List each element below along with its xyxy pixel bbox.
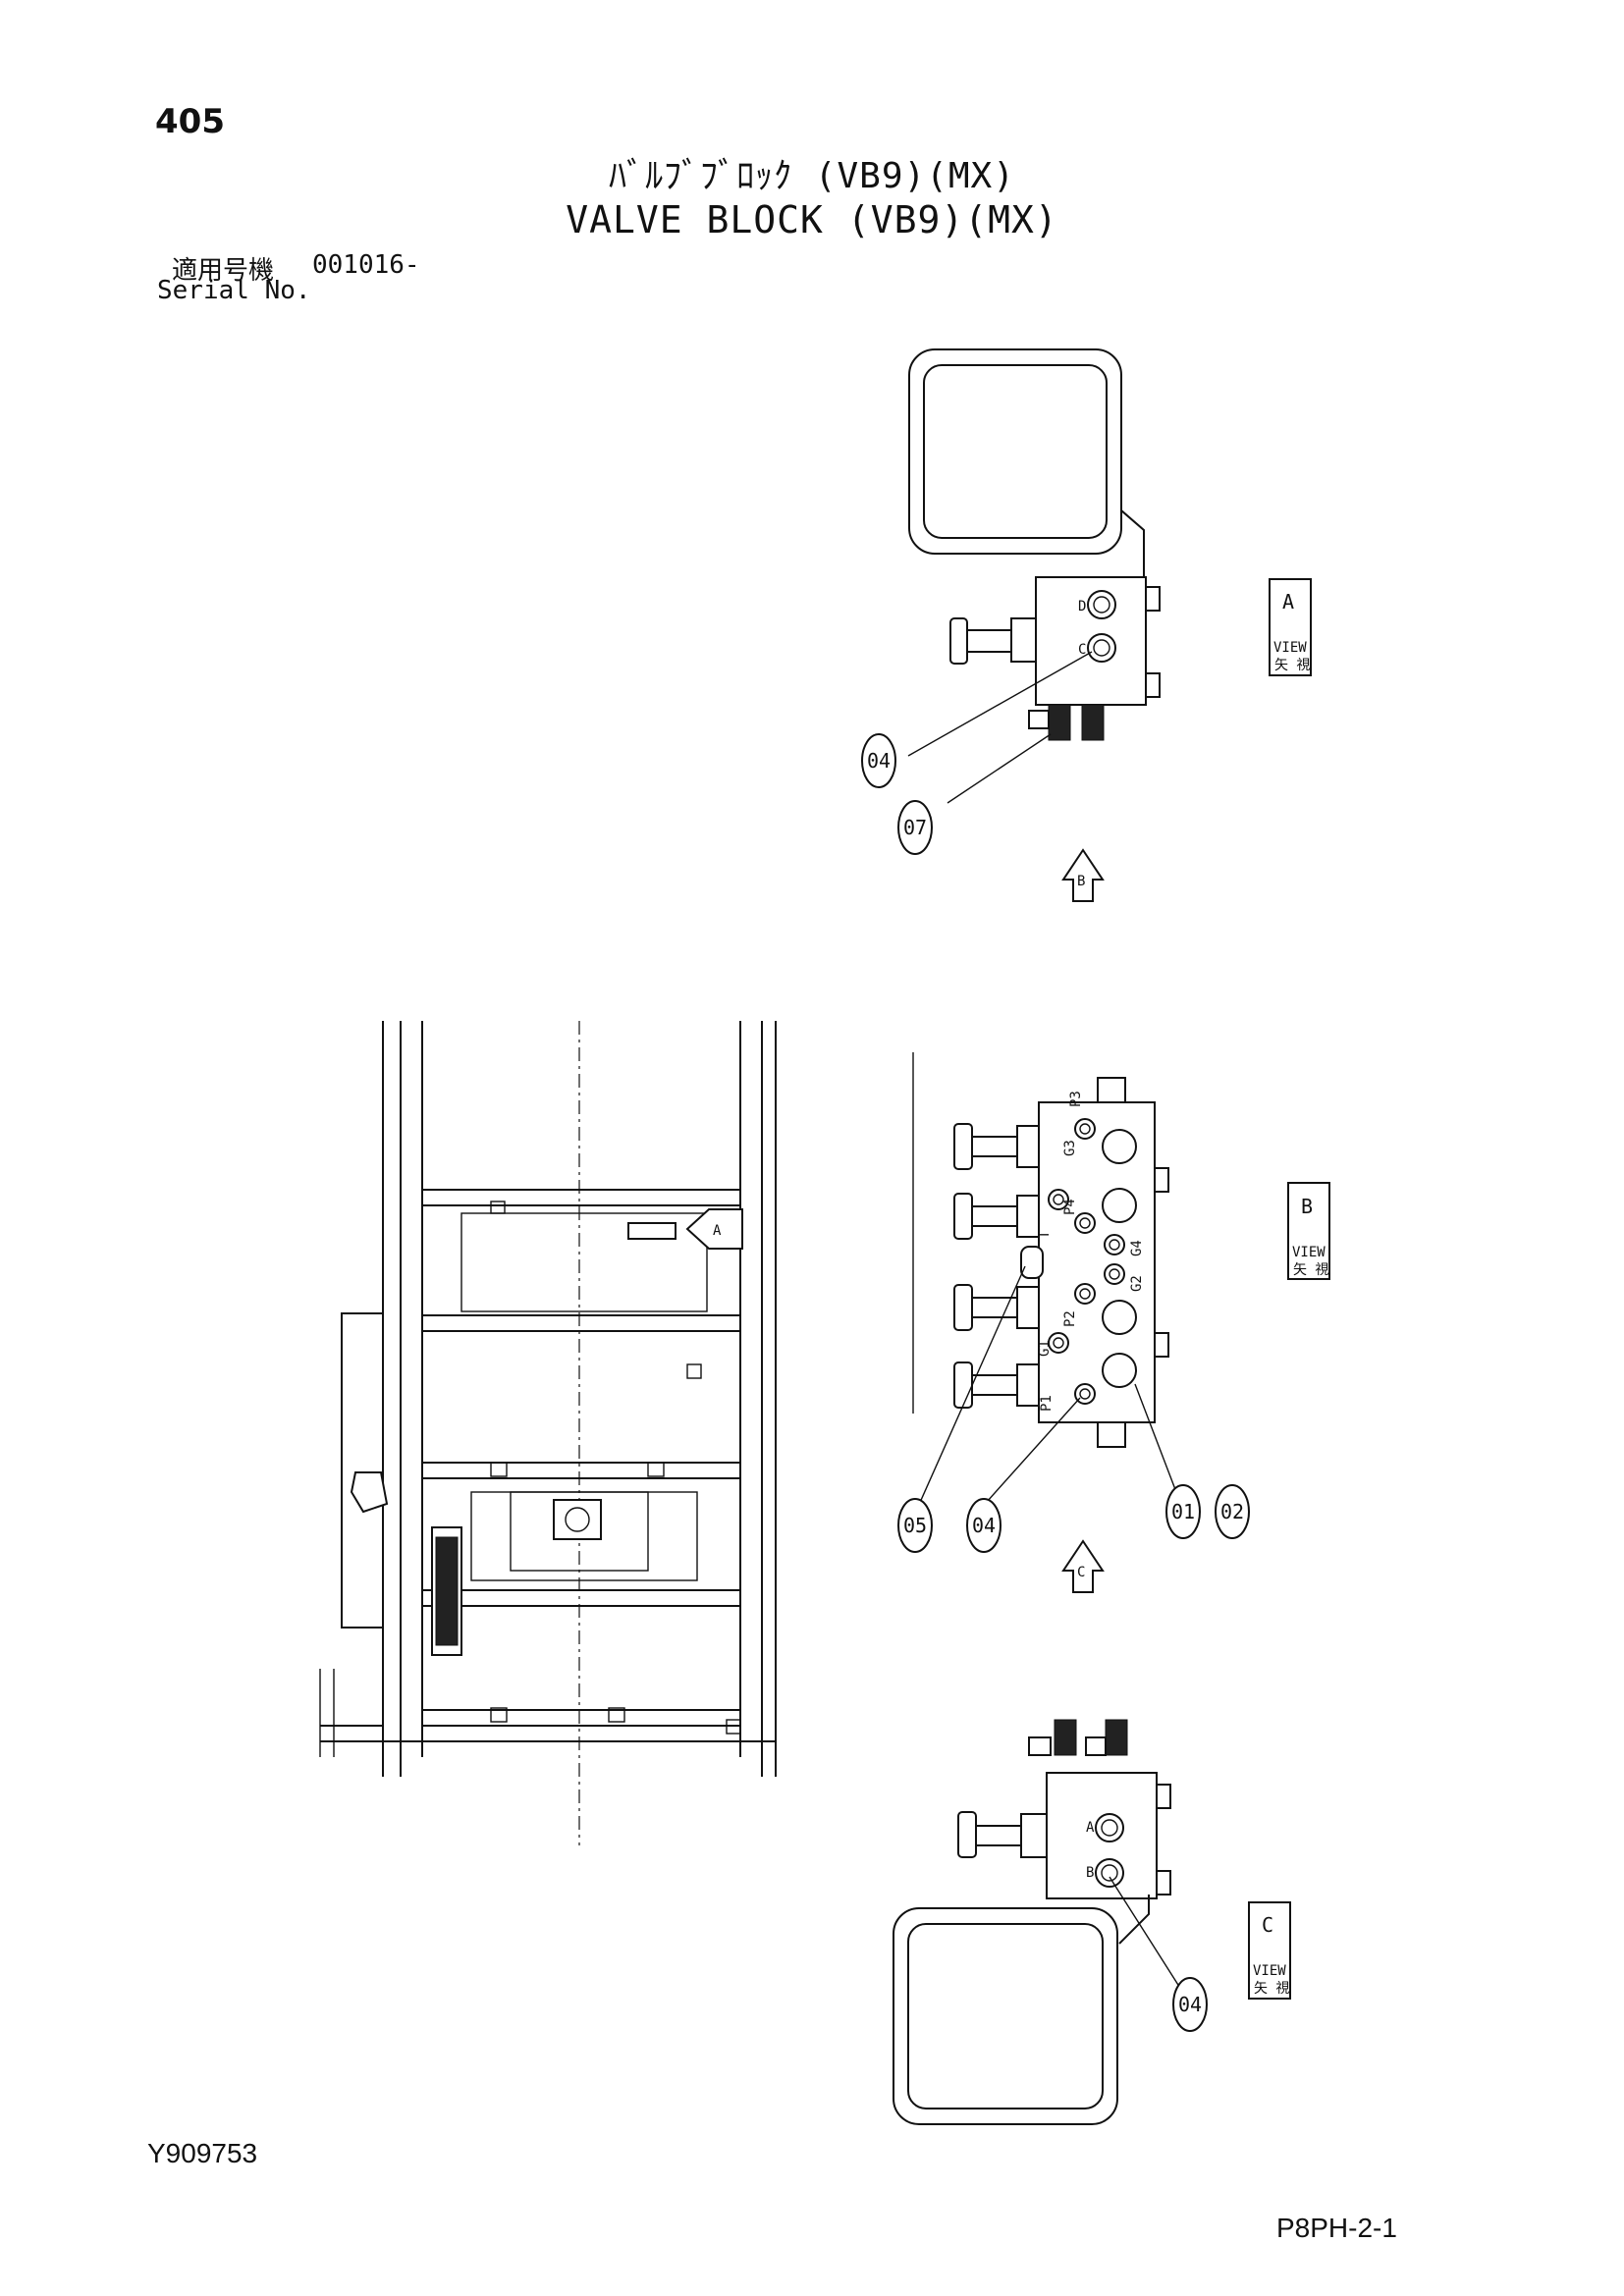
svg-text:VIEW: VIEW [1292, 1245, 1326, 1260]
callout-04-view-a: 04 [861, 733, 896, 788]
serial-number-value: 001016- [312, 250, 420, 280]
svg-text:VIEW: VIEW [1253, 1963, 1286, 1979]
svg-text:VIEW: VIEW [1273, 640, 1307, 656]
svg-text:04: 04 [972, 1514, 996, 1537]
view-b-label-box: 矢 視 VIEW B [1287, 1182, 1330, 1280]
serial-label-japanese: 適用号機 [172, 256, 275, 286]
svg-text:矢 視: 矢 視 [1254, 1981, 1289, 1997]
callout-05-view-b: 05 [897, 1498, 933, 1553]
svg-text:C: C [1262, 1913, 1273, 1937]
document-id: Y909753 [147, 2138, 258, 2168]
svg-text:T: T [1037, 1230, 1053, 1239]
callout-02-view-b: 02 [1215, 1484, 1250, 1539]
svg-text:G2: G2 [1129, 1275, 1145, 1292]
svg-text:G4: G4 [1129, 1240, 1145, 1256]
title-english: VALVE BLOCK (VB9)(MX) [566, 198, 1058, 241]
sheet-id: P8PH-2-1 [1276, 2213, 1397, 2243]
view-c-drawing: A B [893, 1719, 1184, 2125]
svg-text:A: A [1086, 1820, 1095, 1836]
svg-text:B: B [1086, 1865, 1094, 1881]
svg-text:P2: P2 [1062, 1310, 1078, 1327]
svg-text:G1: G1 [1037, 1340, 1053, 1357]
svg-text:矢 視: 矢 視 [1293, 1262, 1328, 1278]
svg-text:C: C [1077, 1565, 1085, 1580]
callout-04-view-c: 04 [1172, 1977, 1208, 2032]
svg-text:P4: P4 [1062, 1199, 1078, 1215]
svg-text:G3: G3 [1062, 1140, 1078, 1156]
svg-text:05: 05 [903, 1514, 927, 1537]
svg-text:B: B [1301, 1195, 1313, 1218]
title-japanese: ﾊﾞﾙﾌﾞﾌﾞﾛｯｸ (VB9)(MX) [609, 156, 1015, 196]
callout-01-view-b: 01 [1165, 1484, 1201, 1539]
serial-label-english: Serial No. [157, 276, 311, 305]
view-a-label-box: 矢 視 VIEW A [1269, 578, 1312, 676]
port-label-c: C [1078, 642, 1086, 658]
view-b-drawing: P3 G3 P4 T G4 G2 P2 G1 P1 C [912, 1052, 1177, 1593]
svg-text:A: A [1282, 590, 1294, 614]
svg-text:04: 04 [1178, 1993, 1202, 2016]
svg-text:01: 01 [1171, 1500, 1195, 1523]
view-c-label-box: 矢 視 VIEW C [1248, 1901, 1291, 2000]
callout-04-view-b: 04 [966, 1498, 1001, 1553]
svg-text:P3: P3 [1068, 1091, 1084, 1107]
svg-text:P1: P1 [1039, 1395, 1055, 1412]
page-number: 405 [155, 102, 225, 141]
svg-text:02: 02 [1220, 1500, 1244, 1523]
svg-text:矢 視: 矢 視 [1274, 658, 1310, 673]
location-arrow-a: A [713, 1223, 722, 1239]
arrow-letter-b: B [1077, 874, 1085, 889]
svg-text:04: 04 [867, 749, 891, 773]
view-a-drawing: D C B [907, 348, 1161, 902]
callout-07-view-a: 07 [897, 800, 933, 855]
port-label-d: D [1078, 599, 1086, 614]
machine-frame-location-view: A [319, 1021, 777, 1845]
svg-text:07: 07 [903, 816, 927, 839]
